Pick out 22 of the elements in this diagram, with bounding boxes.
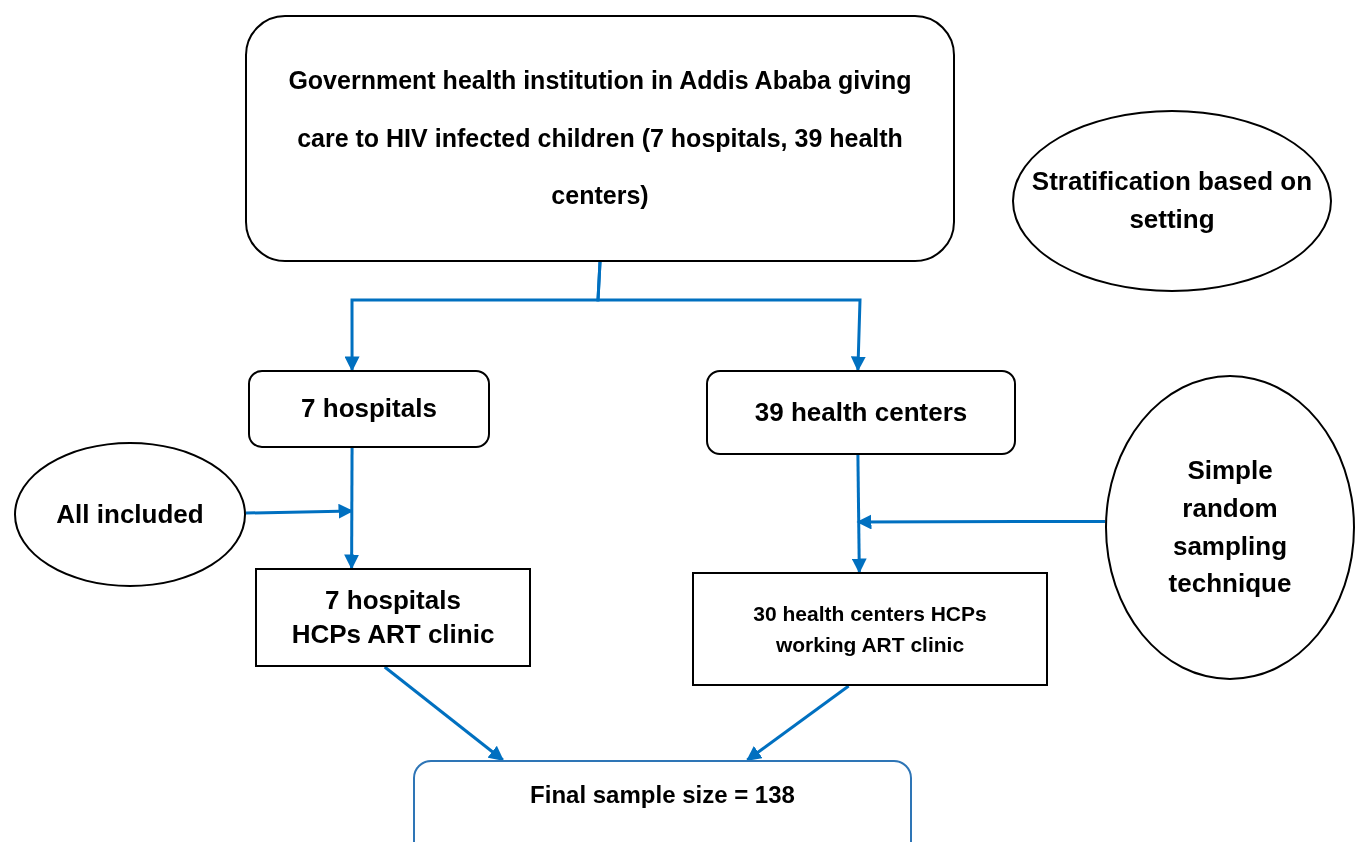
process-box [255, 568, 531, 667]
node-text: Final sample size = 138 [530, 780, 795, 810]
node-text: 7 hospitals [301, 393, 437, 425]
process-box [692, 572, 1048, 686]
arrow [344, 448, 360, 570]
arrow [856, 514, 1105, 530]
node-text: 30 health centers HCPs working ART clinic [752, 600, 988, 658]
node-text: All included [56, 498, 204, 532]
arrow [746, 684, 850, 762]
node-text: 39 health centers [754, 396, 968, 429]
node-text: 7 hospitals HCPs ART clinic [290, 583, 496, 651]
process-box [706, 370, 1016, 455]
node-text: Government health institution in Addis Ababa giving care to HIV infected children (7 hospitals, 39 health centers) [287, 65, 913, 212]
arrow [245, 503, 354, 519]
node-text: Stratification based on setting [1030, 165, 1314, 236]
node-text: Simple random sampling technique [1167, 454, 1293, 601]
arrow [596, 261, 866, 372]
process-box [245, 15, 955, 262]
process-box [248, 370, 490, 448]
arrow [383, 665, 504, 762]
arrow [851, 454, 867, 574]
process-box [413, 760, 912, 842]
